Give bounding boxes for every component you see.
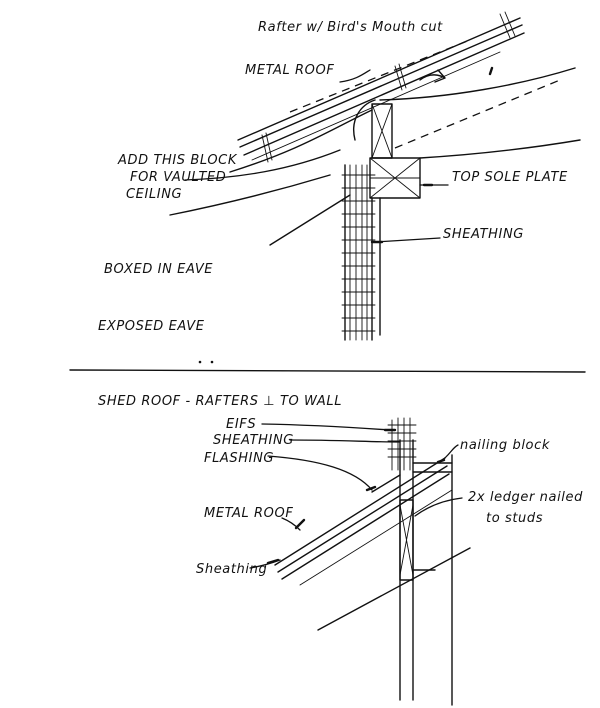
- label-eifs: EIFS: [226, 417, 256, 432]
- label-top-sole-plate: TOP SOLE PLATE: [452, 170, 568, 185]
- nailing-block: [412, 462, 453, 473]
- rafter-line-2: [239, 24, 523, 148]
- exposed-eave-line: [169, 174, 331, 216]
- tick-sheathing-bottom: [266, 558, 280, 565]
- divider-dot-2: [210, 360, 214, 364]
- roof-line-3: [281, 473, 450, 580]
- label-sheathing-top: SHEATHING: [443, 227, 524, 242]
- vaulted-ceiling-line: [229, 109, 373, 173]
- metal-roof-dashed-line: [289, 39, 471, 113]
- top-detail-drawing: [169, 11, 581, 341]
- tick-nailing: [436, 458, 446, 464]
- label-exposed-eave: EXPOSED EAVE: [98, 319, 205, 334]
- leader-sheathing-mid: [289, 439, 401, 443]
- leader-eifs: [261, 423, 391, 431]
- leader-flashing: [267, 455, 373, 491]
- roof-line-2: [277, 465, 448, 573]
- label-sheathing-bottom: Sheathing: [196, 562, 267, 577]
- rafter-hatch: [261, 11, 516, 163]
- divider-dot-1: [198, 360, 202, 364]
- top-leaders: [184, 66, 494, 244]
- label-add-block-3: CEILING: [126, 187, 182, 202]
- lower-slope-line: [317, 547, 471, 631]
- tick-rafter: [488, 66, 494, 76]
- bottom-detail-drawing: [274, 417, 471, 706]
- tick-flashing: [365, 485, 377, 492]
- label-add-block-1: ADD THIS BLOCK: [117, 153, 238, 168]
- wall-grid-horizontal: [341, 174, 376, 332]
- top-plate-cross: [369, 157, 421, 199]
- bottom-leaders: [249, 423, 463, 569]
- section-divider: [69, 369, 586, 373]
- eave-diagonal: [269, 194, 351, 246]
- curved-arrow: [353, 69, 446, 141]
- leader-metal-roof-bottom: [281, 517, 301, 531]
- roof-line-4: [299, 489, 453, 586]
- boxed-eave-dashed-line: [394, 79, 561, 149]
- label-sheathing-mid: SHEATHING: [213, 433, 294, 448]
- label-boxed-in-eave: BOXED IN EAVE: [104, 262, 213, 277]
- leader-metal-roof-top: [339, 69, 371, 83]
- label-add-block-2: FOR VAULTED: [130, 170, 226, 185]
- rafter-line-4: [251, 51, 501, 161]
- ceiling-line: [419, 139, 581, 159]
- roof-line-1: [274, 457, 446, 566]
- label-metal-roof-bottom: METAL ROOF: [204, 506, 293, 521]
- leader-sheathing-top: [374, 237, 441, 243]
- flashing-line: [371, 474, 401, 493]
- ledger-box-cross: [399, 504, 414, 576]
- tick-metal-roof: [294, 518, 306, 530]
- label-flashing: FLASHING: [204, 451, 274, 466]
- label-ledger-2: to studs: [486, 511, 543, 526]
- rafter-line-3: [243, 32, 525, 156]
- upper-right-line: [379, 67, 576, 101]
- ledger-box: [399, 499, 414, 581]
- label-rafter: Rafter w/ Bird's Mouth cut: [258, 20, 443, 35]
- label-nailing-block: nailing block: [460, 438, 550, 453]
- label-ledger-1: 2x ledger nailed: [468, 490, 583, 505]
- label-metal-roof-top: METAL ROOF: [245, 63, 334, 78]
- eifs-grid: [387, 417, 417, 471]
- label-shed-roof-title: SHED ROOF - RAFTERS ⊥ TO WALL: [98, 394, 342, 409]
- rafter-top-line: [237, 17, 521, 141]
- leader-add-block: [184, 149, 341, 181]
- vaulted-block-cross: [371, 103, 393, 159]
- leader-ledger: [414, 497, 463, 517]
- wall-grid-vertical: [349, 164, 368, 341]
